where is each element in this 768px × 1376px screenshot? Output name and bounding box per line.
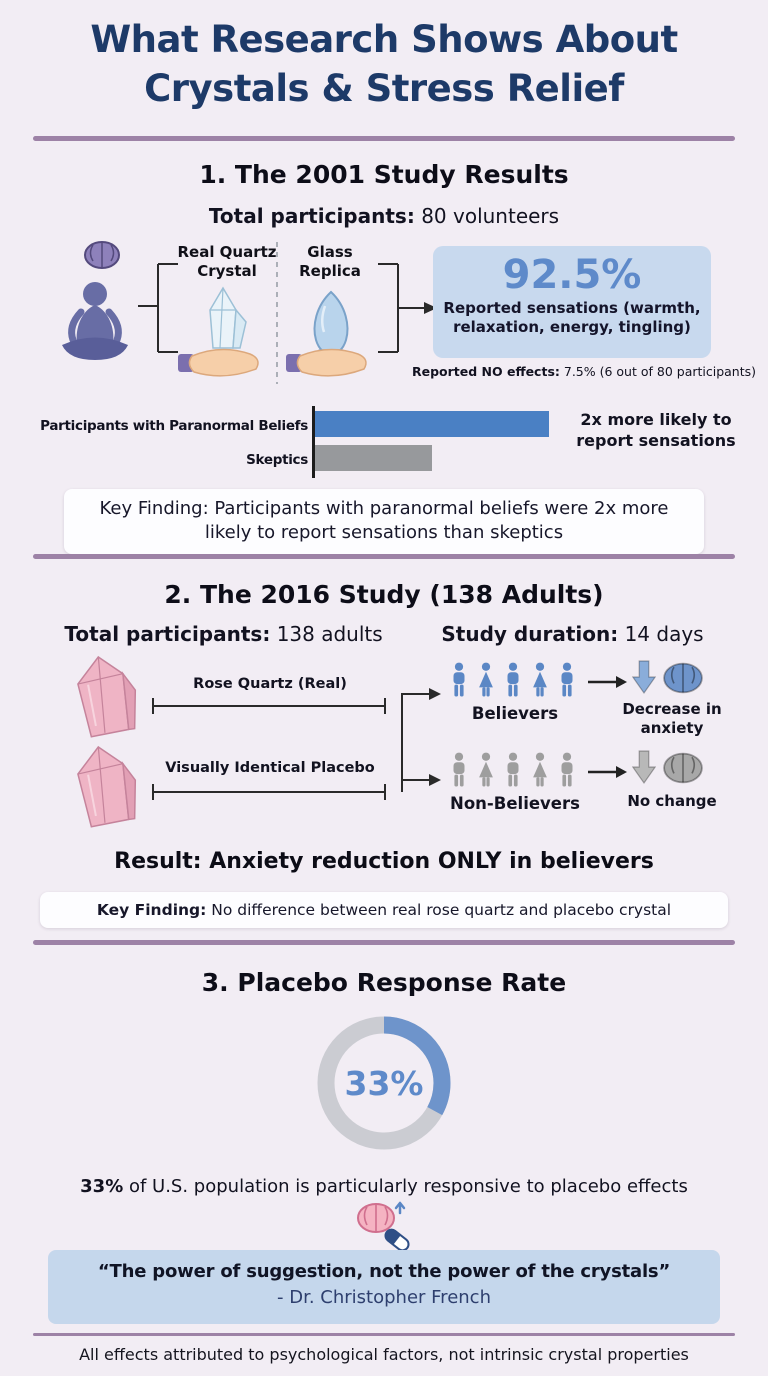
page-title: What Research Shows About Crystals & Str…	[0, 16, 768, 114]
participants-label: Total participants:	[208, 204, 415, 228]
duration-label: Study duration:	[441, 622, 619, 646]
no-effects-label: Reported NO effects:	[411, 364, 560, 379]
sensation-percent: 92.5%	[502, 252, 642, 298]
section3-heading: 3. Placebo Response Rate	[201, 968, 567, 997]
nonbelievers-group-icons	[448, 750, 578, 790]
meditating-person-icon	[62, 241, 128, 360]
section2-connector-lines	[152, 688, 441, 800]
placebo-donut-chart	[317, 1016, 451, 1150]
participants-label: Total participants:	[64, 622, 271, 646]
down-arrow-icon	[632, 748, 656, 786]
bar-annotation: 2x more likely to report sensations	[576, 410, 736, 450]
option-real-quartz-label: Real Quartz Crystal	[177, 243, 277, 280]
sensation-description: Reported sensations (warmth, relaxation,…	[443, 299, 701, 336]
person-icon	[475, 660, 497, 700]
page-title-line2: Crystals & Stress Relief	[144, 66, 624, 110]
section-divider	[33, 940, 735, 945]
sensation-stat-box: 92.5% Reported sensations (warmth, relax…	[433, 246, 711, 358]
section-divider	[33, 136, 735, 141]
bar-label-believers: Participants with Paranormal Beliefs	[40, 418, 308, 434]
hand-holding-crystal-icon	[178, 286, 259, 377]
key-finding-1: Key Finding: Participants with paranorma…	[64, 489, 704, 554]
arm-placebo-label: Visually Identical Placebo	[165, 760, 375, 776]
section1-connector-lines	[138, 242, 437, 384]
participants-value: 138 adults	[276, 622, 383, 646]
outcome-believers: Decrease in anxiety	[622, 700, 722, 737]
outcome-nonbelievers: No change	[627, 792, 717, 810]
section1-heading: 1. The 2001 Study Results	[199, 160, 569, 189]
section2-result: Result: Anxiety reduction ONLY in believ…	[114, 849, 654, 874]
no-effects-value: 7.5% (6 out of 80 participants)	[563, 364, 757, 379]
believers-label: Believers	[471, 704, 559, 723]
rose-quartz-placebo-icon	[77, 745, 137, 828]
donut-center-label: 33%	[344, 1063, 424, 1103]
section2-heading: 2. The 2016 Study (138 Adults)	[164, 580, 604, 609]
quote-text: “The power of suggestion, not the power …	[97, 1261, 671, 1282]
person-icon	[502, 660, 524, 700]
quote-attribution: - Dr. Christopher French	[277, 1287, 491, 1308]
down-arrow-icon	[632, 658, 656, 696]
key-finding-text: No difference between real rose quartz a…	[211, 901, 672, 919]
placebo-caption: 33% of U.S. population is particularly r…	[0, 1176, 768, 1197]
participants-value: 80 volunteers	[421, 204, 560, 228]
brain-icon	[660, 750, 706, 786]
caption-percent: 33%	[80, 1176, 124, 1197]
person-icon	[502, 750, 524, 790]
footer-divider	[33, 1333, 735, 1336]
person-icon	[448, 660, 470, 700]
person-icon	[556, 660, 578, 700]
footer-text: All effects attributed to psychological …	[79, 1345, 689, 1364]
right-arrow-icon	[586, 764, 628, 780]
right-arrow-icon	[586, 674, 628, 690]
person-icon	[556, 750, 578, 790]
brain-icon	[660, 660, 706, 696]
hand-holding-glass-icon	[286, 290, 367, 377]
bar-skeptics	[315, 445, 432, 471]
bar-paranormal-believers	[315, 411, 549, 437]
person-icon	[475, 750, 497, 790]
quote-box: “The power of suggestion, not the power …	[48, 1250, 720, 1324]
section-divider	[33, 554, 735, 559]
duration-value: 14 days	[624, 622, 704, 646]
brain-pill-icon	[357, 1201, 410, 1252]
no-effects-line: Reported NO effects: 7.5% (6 out of 80 p…	[398, 364, 768, 379]
page-title-line1: What Research Shows About	[90, 18, 678, 61]
section2-stats: Total participants: 138 adults Study dur…	[0, 622, 768, 646]
person-icon	[529, 750, 551, 790]
person-icon	[448, 750, 470, 790]
believers-group-icons	[448, 660, 578, 700]
bar-chart-axis	[312, 406, 315, 478]
section1-participants: Total participants: 80 volunteers	[0, 204, 768, 228]
option-glass-replica-label: Glass Replica	[299, 243, 361, 280]
bar-label-skeptics: Skeptics	[246, 452, 308, 468]
caption-text: of U.S. population is particularly respo…	[128, 1176, 688, 1197]
person-icon	[529, 660, 551, 700]
key-finding-2: Key Finding: No difference between real …	[40, 892, 728, 928]
rose-quartz-icon	[77, 655, 137, 738]
key-finding-label: Key Finding:	[96, 901, 207, 919]
arm-real-label: Rose Quartz (Real)	[193, 676, 347, 692]
nonbelievers-label: Non-Believers	[450, 794, 580, 813]
